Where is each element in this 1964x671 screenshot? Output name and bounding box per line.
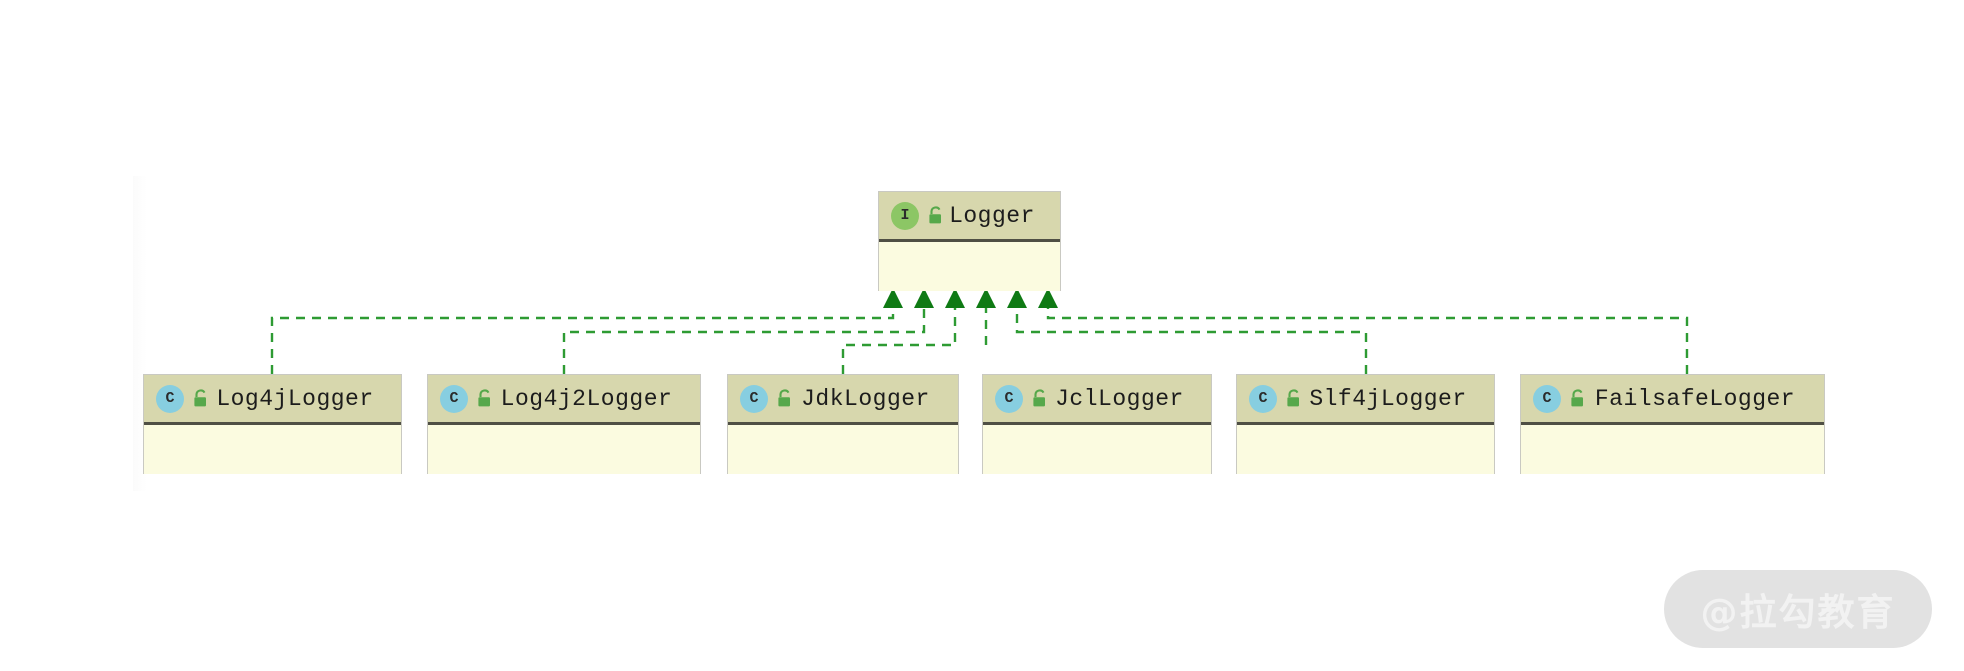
uml-node-members-compartment xyxy=(1521,425,1824,474)
connector-jdklogger xyxy=(841,305,957,374)
arrowhead-6 xyxy=(1038,288,1058,308)
unlocked-padlock-icon xyxy=(1284,388,1304,410)
class-badge-icon: C xyxy=(1533,384,1561,413)
uml-node-header: C Slf4jLogger xyxy=(1237,375,1494,425)
uml-node-title: Logger xyxy=(949,202,1035,229)
uml-node-title: JdkLogger xyxy=(801,385,930,412)
uml-node-members-compartment xyxy=(728,425,958,474)
uml-class-node-jdklogger[interactable]: C JdkLogger xyxy=(727,374,959,474)
uml-node-header: C FailsafeLogger xyxy=(1521,375,1824,425)
class-badge-icon: C xyxy=(156,384,184,413)
class-badge-icon: C xyxy=(995,384,1023,413)
arrowhead-2 xyxy=(914,288,934,308)
watermark-badge: @拉勾教育 xyxy=(1664,570,1932,648)
interface-badge-icon: I xyxy=(891,201,919,230)
arrowhead-1 xyxy=(883,288,903,308)
uml-node-title: JclLogger xyxy=(1055,385,1184,412)
connector-slf4jlogger xyxy=(1015,305,1368,374)
uml-node-members-compartment xyxy=(1237,425,1494,474)
arrowhead-3 xyxy=(945,288,965,308)
uml-class-node-log4jlogger[interactable]: C Log4jLogger xyxy=(143,374,402,474)
unlocked-padlock-icon xyxy=(475,388,495,410)
uml-node-title: Log4jLogger xyxy=(216,385,374,412)
class-badge-icon: C xyxy=(440,384,468,413)
uml-class-node-slf4jlogger[interactable]: C Slf4jLogger xyxy=(1236,374,1495,474)
uml-class-node-log4j2logger[interactable]: C Log4j2Logger xyxy=(427,374,701,474)
uml-node-header: C Log4jLogger xyxy=(144,375,401,425)
uml-node-members-compartment xyxy=(879,242,1060,291)
uml-node-header: C JdkLogger xyxy=(728,375,958,425)
uml-node-title: Log4j2Logger xyxy=(500,385,673,412)
uml-node-header: I Logger xyxy=(879,192,1060,242)
uml-class-node-failsafelogger[interactable]: C FailsafeLogger xyxy=(1520,374,1825,474)
unlocked-padlock-icon xyxy=(926,205,946,227)
arrowhead-4 xyxy=(976,288,996,308)
watermark-text: @拉勾教育 xyxy=(1700,591,1896,634)
unlocked-padlock-icon xyxy=(1568,388,1588,410)
class-badge-icon: C xyxy=(740,384,768,413)
uml-node-title: FailsafeLogger xyxy=(1594,385,1796,412)
arrowhead-5 xyxy=(1007,288,1027,308)
uml-node-members-compartment xyxy=(428,425,700,474)
unlocked-padlock-icon xyxy=(191,388,211,410)
uml-node-members-compartment xyxy=(144,425,401,474)
uml-interface-node-logger[interactable]: I Logger xyxy=(878,191,1061,291)
connector-failsafelogger xyxy=(1046,305,1689,374)
unlocked-padlock-icon xyxy=(1030,388,1050,410)
connector-log4jlogger xyxy=(270,305,895,374)
connector-log4j2logger xyxy=(562,305,926,374)
uml-class-node-jcllogger[interactable]: C JclLogger xyxy=(982,374,1212,474)
unlocked-padlock-icon xyxy=(775,388,795,410)
uml-node-title: Slf4jLogger xyxy=(1309,385,1467,412)
class-badge-icon: C xyxy=(1249,384,1277,413)
uml-node-header: C JclLogger xyxy=(983,375,1211,425)
uml-node-header: C Log4j2Logger xyxy=(428,375,700,425)
uml-node-members-compartment xyxy=(983,425,1211,474)
realization-arrowheads xyxy=(883,288,1058,308)
